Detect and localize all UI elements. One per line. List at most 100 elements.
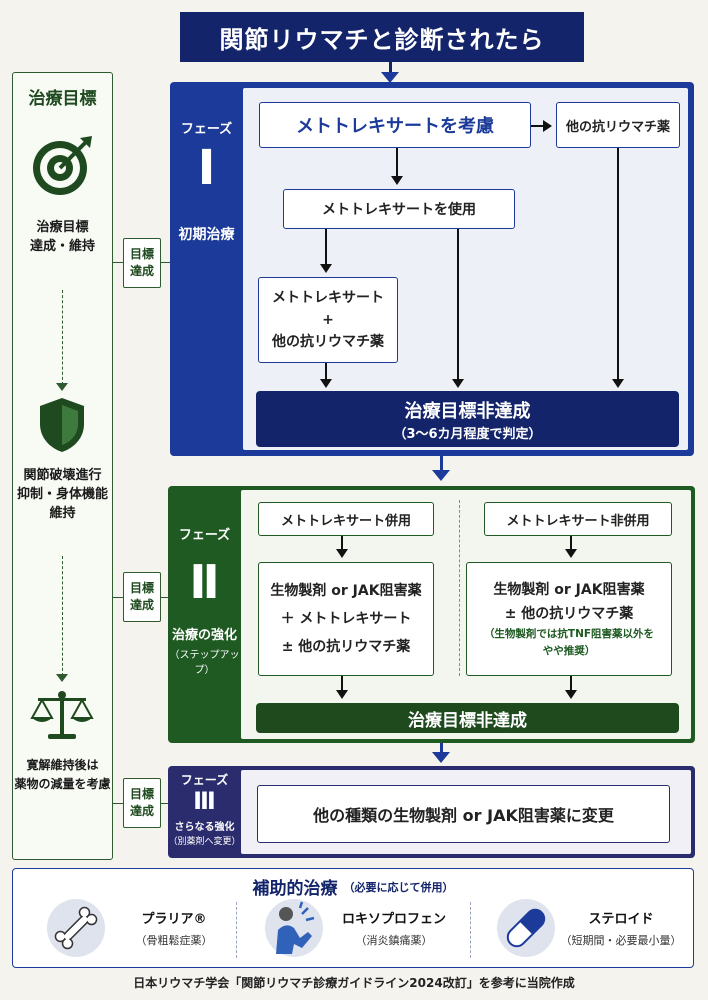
phase3-number: Ⅲ xyxy=(193,787,216,815)
arrow-other-bar-head xyxy=(612,379,624,388)
goal-dash-1 xyxy=(62,290,63,385)
arrow-combo-bar-line xyxy=(325,363,327,379)
p2-left-line2: ＋ メトトレキサート xyxy=(280,611,412,627)
arrow-consider-use-line xyxy=(396,148,398,176)
phase1-name: 初期治療 xyxy=(178,227,235,243)
arrow-p2l-head xyxy=(336,549,348,558)
capsule-icon xyxy=(496,898,556,958)
supp-item-1-sub: （骨粗鬆症薬） xyxy=(135,934,213,947)
supp-item-1-name: プラリア® xyxy=(141,912,207,927)
phase1-bar-subtitle: （3〜6カ月程度で判定） xyxy=(393,426,542,442)
arrow-p2l-bar-head xyxy=(336,690,348,699)
achieved-badge-2-line1: 目標 xyxy=(129,581,154,595)
shield-icon xyxy=(36,396,88,454)
p1-p2-arrow-head xyxy=(432,470,450,481)
p2-right-note1: （生物製剤では抗TNF阻害薬以外を xyxy=(483,628,655,640)
arrow-use-bar-line xyxy=(457,229,459,379)
phase1-number: Ⅰ xyxy=(197,140,216,196)
arrow-p2l-line xyxy=(341,536,343,549)
p2-p3-arrow-head xyxy=(432,752,450,763)
achieved-badge-3-line1: 目標 xyxy=(129,787,154,801)
arrow-combo-bar-head xyxy=(320,379,332,388)
phase3-sub: （別薬剤へ変更） xyxy=(168,837,241,847)
phase2-number: Ⅱ xyxy=(189,555,220,609)
goal-text-2-line2: 抑制・身体機能 xyxy=(16,487,108,502)
achv-connector-3b xyxy=(161,803,168,804)
goal-text-3-line1: 寛解維持後は xyxy=(26,758,99,772)
goal-text-3-line2: 薬物の減量を考慮 xyxy=(14,777,111,791)
goal-text-2-line1: 関節破壊進行 xyxy=(23,468,102,483)
box-mtx-combo-line3: 他の抗リウマチ薬 xyxy=(272,334,384,350)
phase2-not-achieved-bar: 治療目標非達成 xyxy=(256,703,679,733)
supplementary-panel xyxy=(12,868,694,968)
goal-text-3: 寛解維持後は 薬物の減量を考慮 xyxy=(12,756,113,794)
box-mtx-combined: メトトレキサート併用 xyxy=(258,502,434,536)
box-consider-mtx: メトトレキサートを考慮 xyxy=(259,102,531,148)
phase3-name: さらなる強化 xyxy=(174,822,235,833)
box-mtx-combo: メトトレキサート + 他の抗リウマチ薬 xyxy=(258,277,398,363)
phase3-label: フェーズ xyxy=(180,773,229,787)
arrow-p2r-line xyxy=(570,536,572,549)
achv-connector-3 xyxy=(113,803,123,804)
goal-dash-2 xyxy=(62,556,63,676)
p2-right-line1: 生物製剤 or JAK阻害薬 xyxy=(493,582,645,598)
achv-connector-1b xyxy=(161,262,170,263)
phase2-divider xyxy=(459,500,460,676)
achieved-badge-1: 目標 達成 xyxy=(123,238,161,288)
goal-text-1-line2: 達成・維持 xyxy=(29,239,95,254)
supplementary-note: （必要に応じて併用） xyxy=(343,880,454,894)
goal-text-1: 治療目標 達成・維持 xyxy=(12,218,113,256)
supplementary-header: 補助的治療 （必要に応じて併用） xyxy=(12,874,694,899)
goal-text-1-line1: 治療目標 xyxy=(36,220,89,235)
phase1-content xyxy=(243,88,688,450)
goal-dash-arrow-1 xyxy=(56,383,68,391)
achieved-badge-2: 目標 達成 xyxy=(123,572,161,622)
phase2-label: フェーズ xyxy=(178,528,231,543)
phase2-sub: （ステップアップ） xyxy=(169,650,240,676)
goal-heading: 治療目標 xyxy=(28,89,97,109)
p1-p2-arrow-line xyxy=(440,456,443,472)
p2-left-line3: ± 他の抗リウマチ薬 xyxy=(281,639,411,655)
arrow-to-other-line xyxy=(531,125,543,127)
box-mtx-combo-line2: + xyxy=(322,312,334,328)
box-use-mtx: メトトレキサートを使用 xyxy=(283,189,515,229)
achv-connector-2b xyxy=(161,597,168,598)
p2-right-note2: やや推奨） xyxy=(542,645,596,657)
p2-left-line1: 生物製剤 or JAK阻害薬 xyxy=(270,583,422,599)
achieved-badge-3-line2: 達成 xyxy=(129,804,154,818)
footnote: 日本リウマチ学会「関節リウマチ診療ガイドライン2024改訂」を参考に当院作成 xyxy=(133,976,575,990)
arrow-consider-use-head xyxy=(391,176,403,185)
supp-item-3-name: ステロイド xyxy=(588,912,654,927)
box-p2-left-regimen: 生物製剤 or JAK阻害薬 ＋ メトトレキサート ± 他の抗リウマチ薬 xyxy=(258,562,434,676)
supp-divider-1 xyxy=(236,902,237,958)
achieved-badge-1-line1: 目標 xyxy=(129,247,154,261)
phase1-not-achieved-bar: 治療目標非達成 （3〜6カ月程度で判定） xyxy=(256,391,679,447)
supplementary-title: 補助的治療 xyxy=(252,879,338,899)
arrow-p2l-bar-line xyxy=(341,676,343,690)
box-mtx-combo-line1: メトトレキサート xyxy=(272,290,384,306)
achv-connector-2 xyxy=(113,597,123,598)
phase1-bar-title: 治療目標非達成 xyxy=(404,400,531,422)
arrow-p2r-bar-line xyxy=(570,676,572,690)
scale-icon xyxy=(30,690,94,742)
box-mtx-not-combined: メトトレキサート非併用 xyxy=(484,502,672,536)
arrow-use-bar-head xyxy=(452,379,464,388)
achieved-badge-2-line2: 達成 xyxy=(129,598,154,612)
box-change-biologic: 他の種類の生物製剤 or JAK阻害薬に変更 xyxy=(257,785,670,843)
goal-dash-arrow-2 xyxy=(56,674,68,682)
pain-relief-icon xyxy=(264,898,324,958)
supp-item-2-sub: （消炎鎮痛薬） xyxy=(355,934,433,947)
p2-right-line2: ± 他の抗リウマチ薬 xyxy=(504,606,634,622)
title-arrow-head xyxy=(381,72,399,83)
arrow-use-combo-head xyxy=(320,264,332,273)
phase1-label: フェーズ xyxy=(180,122,233,137)
supp-item-2-name: ロキソプロフェン xyxy=(341,912,446,927)
box-other-drug: 他の抗リウマチ薬 xyxy=(556,102,680,148)
achieved-badge-1-line2: 達成 xyxy=(129,264,154,278)
supp-item-3-sub: （短期間・必要最小量） xyxy=(560,934,682,947)
title-arrow-line xyxy=(389,62,392,76)
supp-divider-2 xyxy=(470,902,471,958)
goal-text-2: 関節破壊進行 抑制・身体機能 維持 xyxy=(12,466,113,523)
arrow-use-combo-line xyxy=(325,229,327,264)
bone-icon xyxy=(46,898,106,958)
